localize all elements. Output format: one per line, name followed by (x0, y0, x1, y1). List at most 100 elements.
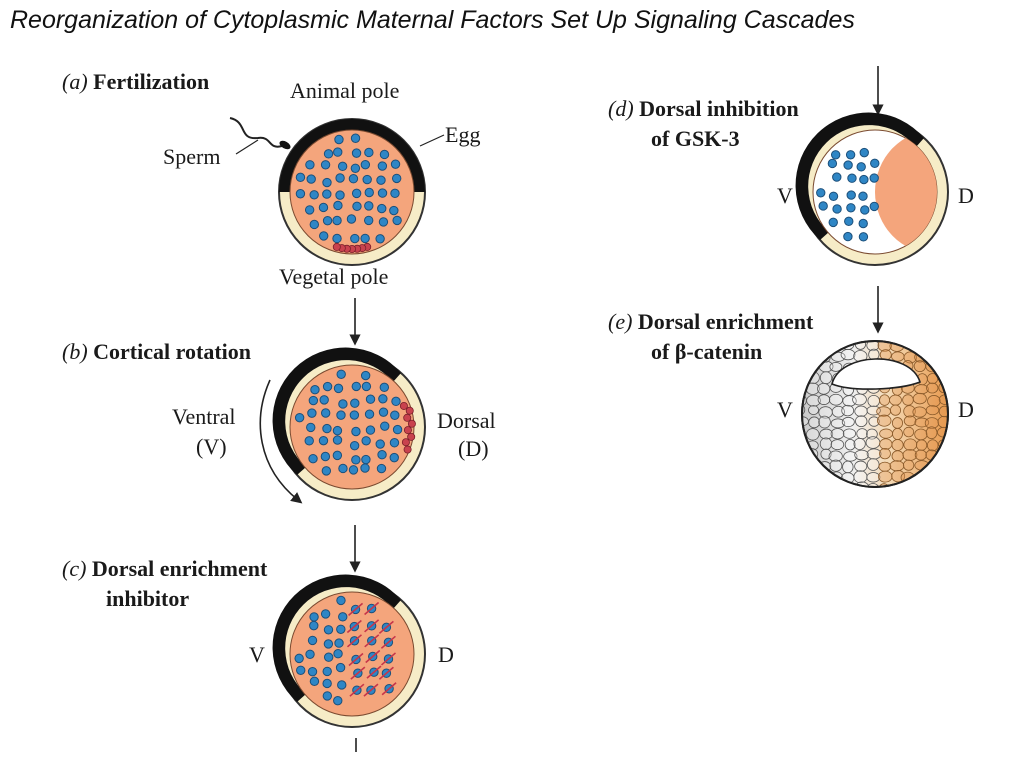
cytoplasmic-granule (351, 381, 361, 392)
cytoplasmic-granule (336, 410, 346, 420)
vegetal-determinants (332, 242, 372, 253)
egg-fertilization (229, 117, 445, 266)
blastomere (913, 360, 926, 373)
cytoplasmic-granule (349, 410, 360, 420)
blastomere (854, 405, 868, 417)
cytoplasmic-granule (319, 395, 329, 405)
cytoplasmic-granule (336, 595, 346, 606)
cytoplasmic-granule (360, 233, 370, 244)
blastomere (879, 428, 893, 439)
dorsal-determinant (403, 426, 412, 435)
cytoplasmic-granule (360, 370, 371, 381)
sperm-head (279, 140, 291, 150)
cytoplasmic-granule (350, 233, 360, 244)
cytoplasmic-granule (337, 680, 347, 690)
blastomere (916, 439, 928, 451)
cytoplasmic-granule (306, 174, 316, 184)
blastomere (853, 470, 868, 484)
cytoplasmic-granule (361, 454, 371, 465)
blastomere (829, 459, 843, 472)
blastomere (854, 449, 870, 461)
inhibitor-mark (364, 634, 380, 648)
cytoplasmic-granule (296, 665, 306, 675)
sperm-tail (229, 117, 283, 148)
cytoplasmic-granule (350, 163, 361, 173)
blastomere (925, 426, 938, 440)
cytoplasmic-granule (375, 234, 385, 244)
cytoplasmic-granule (333, 649, 343, 659)
inhibitor-mark (349, 683, 365, 697)
cytoplasmic-granule (360, 159, 371, 170)
panel-c-dorsal-label: D (438, 642, 454, 667)
blastomere (890, 404, 902, 416)
cytoplasmic-granule (827, 158, 838, 169)
blastomere (866, 458, 880, 471)
cytoplasmic-granule (828, 217, 838, 228)
cytoplasmic-granule (392, 424, 403, 435)
blastomere (828, 393, 843, 406)
cytoplasmic-granule (364, 201, 374, 211)
cytoplasmic-granule (323, 625, 334, 635)
cytoplasmic-granule (364, 409, 375, 419)
cytoplasmic-granule (323, 652, 334, 662)
cytoplasmic-granule (830, 150, 841, 160)
cytoplasmic-granule (390, 159, 401, 169)
ventral-label: Ventral (172, 404, 236, 429)
rotation-arrow (259, 379, 303, 504)
cytoplasmic-granule (320, 408, 331, 418)
blastomere (903, 426, 915, 438)
blastomere (818, 415, 831, 429)
cytoplasmic-granule (304, 436, 314, 446)
vegetal-pole-label: Vegetal pole (279, 264, 389, 289)
blastomere (844, 439, 856, 451)
egg-cortical-rotation (259, 347, 426, 504)
cytoplasmic-granule (364, 187, 374, 198)
inhibitor-mark (380, 652, 397, 666)
blastomere (865, 436, 881, 449)
panel-a-letter: (a) (62, 69, 88, 94)
cytoplasmic-granule (380, 421, 390, 431)
cytoplasmic-granule (392, 215, 402, 226)
cytoplasmic-granule (323, 639, 334, 649)
blastomere (852, 393, 867, 406)
blastomere (891, 417, 904, 429)
panel-d-heading: (d) Dorsal inhibition (608, 97, 799, 120)
cytoplasmic-granule (351, 188, 362, 199)
blastomere (817, 394, 831, 405)
cytoplasmic-granule (322, 381, 333, 392)
cytoplasmic-granule (389, 438, 400, 448)
blastomere (867, 394, 880, 408)
blastomere (879, 438, 893, 450)
blastomere (866, 341, 880, 352)
blastomere (855, 415, 868, 428)
cytoplasmic-granule (334, 134, 344, 145)
cytoplasmic-granule (828, 191, 839, 201)
cytoplasmic-granule (336, 624, 346, 634)
blastomere (866, 472, 881, 483)
panel-e-heading: (e) Dorsal enrichment (608, 310, 813, 333)
cytoplasmic-granule (304, 205, 315, 215)
blastomere (841, 404, 855, 417)
egg-dorsal-inhibitor (272, 574, 426, 728)
cytoplasmic-granule (845, 150, 856, 160)
cytoplasmic-granule (375, 439, 385, 449)
egg-gsk3-inhibition (795, 112, 949, 266)
blastomere (924, 417, 939, 429)
cytoplasmic-granule (318, 202, 329, 213)
panel-d-dorsal-label: D (958, 183, 974, 208)
cytoplasmic-granule (322, 215, 333, 226)
blastomere (842, 428, 857, 439)
sperm-label: Sperm (163, 144, 221, 169)
cytoplasmic-granule (379, 382, 390, 393)
cytoplasmic-granule (333, 147, 343, 157)
animal-cortex (279, 119, 425, 192)
cytoplasmic-granule (365, 394, 376, 404)
cytoplasmic-granule (350, 398, 360, 408)
cytoplasmic-granule (334, 638, 344, 648)
cytoplasmic-granule (307, 635, 318, 646)
cytoplasmic-granule (377, 161, 388, 171)
cytoplasmic-granule (322, 666, 332, 677)
cytoplasmic-granule (309, 190, 319, 200)
cytoplasmic-granule (337, 161, 348, 172)
cytoplasmic-granule (859, 147, 869, 158)
